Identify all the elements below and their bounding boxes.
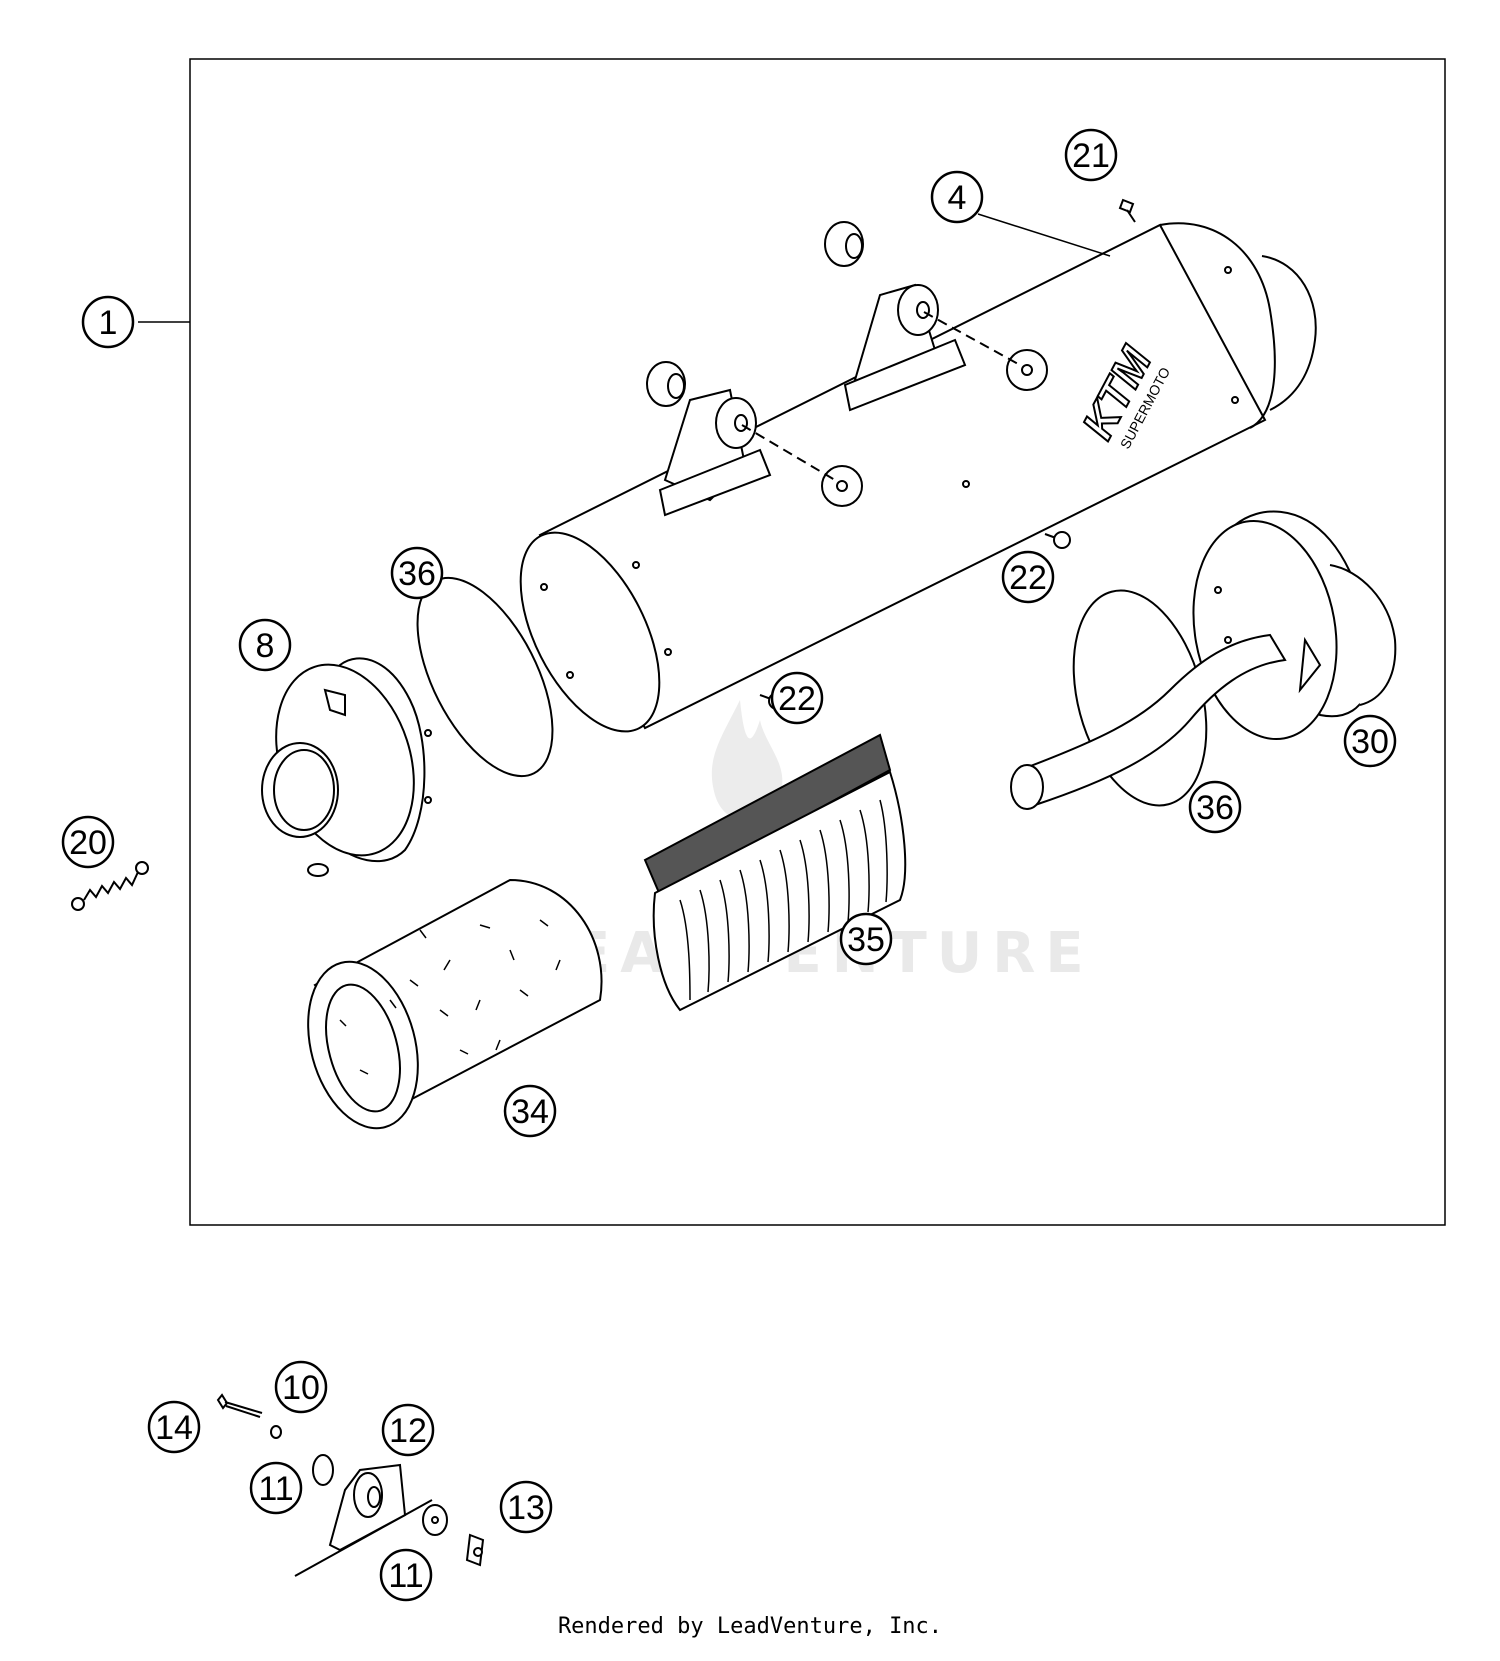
svg-text:13: 13 (507, 1489, 545, 1527)
callout: 11 (249, 1461, 303, 1515)
svg-text:14: 14 (155, 1409, 193, 1447)
svg-text:22: 22 (778, 680, 816, 718)
callout: 8 (238, 618, 292, 672)
callout: 13 (499, 1480, 553, 1534)
callout: 4 (930, 170, 984, 224)
mounting-bracket-rear (646, 361, 863, 517)
inlet-pipe-30 (1010, 633, 1287, 810)
callout: 12 (381, 1403, 435, 1457)
svg-text:34: 34 (511, 1093, 549, 1131)
mount-detail (216, 1393, 485, 1577)
svg-text:4: 4 (948, 179, 967, 217)
inlet-cap-30 (1192, 510, 1397, 741)
callout: 11 (379, 1548, 433, 1602)
muffler-body (519, 222, 1317, 733)
screw-22-top (1044, 531, 1071, 549)
watermark-flame-icon (711, 700, 783, 822)
callout: 22 (1001, 550, 1055, 604)
callout: 36 (1188, 780, 1242, 834)
svg-text:22: 22 (1009, 559, 1047, 597)
callout: 10 (274, 1360, 328, 1414)
assembly-frame (189, 58, 1446, 1226)
end-cap-8 (261, 657, 432, 877)
callout: 20 (61, 815, 115, 869)
callout: 36 (390, 546, 444, 600)
callout: 21 (1064, 128, 1118, 182)
callout: 30 (1343, 714, 1397, 768)
footer-credit: Rendered by LeadVenture, Inc. (557, 1614, 943, 1639)
svg-text:12: 12 (389, 1412, 427, 1450)
svg-text:36: 36 (398, 555, 436, 593)
packing-34 (307, 878, 603, 1130)
callout: 35 (839, 912, 893, 966)
svg-text:20: 20 (69, 824, 107, 862)
svg-text:11: 11 (388, 1557, 423, 1595)
svg-text:1: 1 (99, 304, 118, 342)
svg-text:11: 11 (258, 1470, 293, 1508)
svg-text:35: 35 (847, 921, 885, 959)
svg-text:36: 36 (1196, 789, 1234, 827)
mounting-bracket-front (824, 221, 1048, 412)
svg-text:30: 30 (1351, 723, 1389, 761)
spring-20 (71, 861, 149, 911)
insulation-35 (643, 733, 907, 1012)
svg-text:21: 21 (1072, 137, 1110, 175)
leader-4 (977, 213, 1111, 257)
callout: 1 (81, 295, 135, 349)
callout: 14 (147, 1400, 201, 1454)
rivet-21 (1118, 198, 1136, 223)
callout: 34 (503, 1084, 557, 1138)
svg-text:8: 8 (256, 627, 275, 665)
svg-text:10: 10 (282, 1369, 320, 1407)
callout: 22 (770, 671, 824, 725)
